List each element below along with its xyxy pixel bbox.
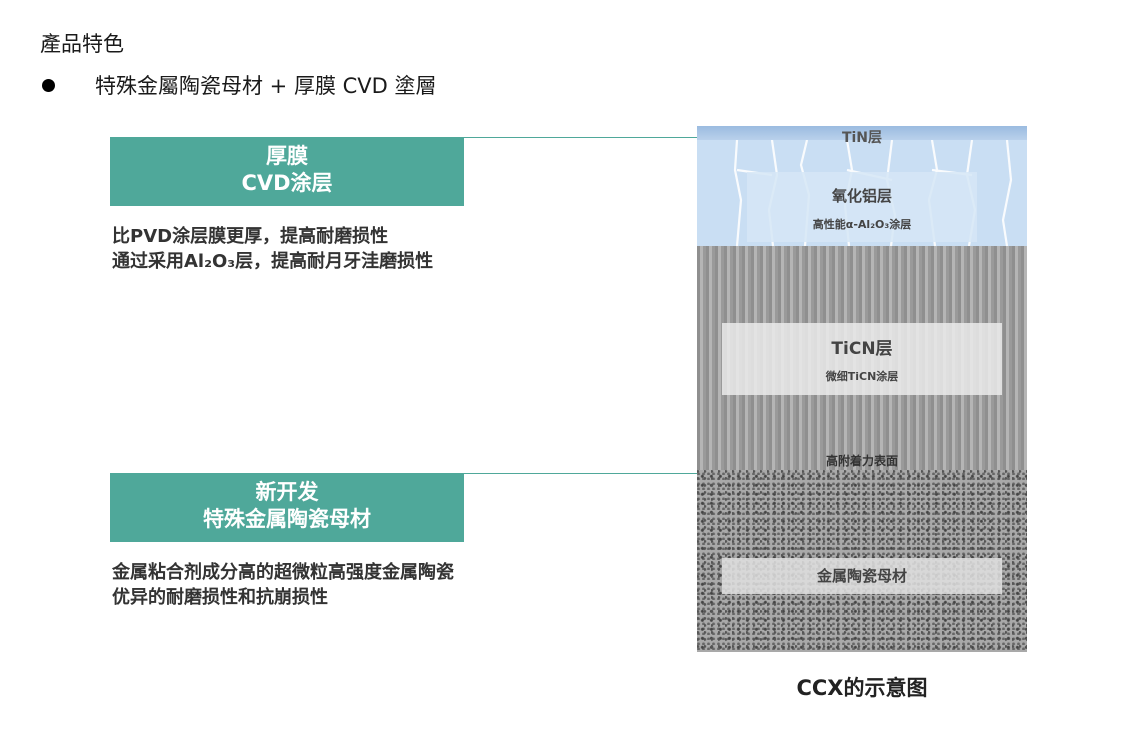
ticn-label-panel	[722, 323, 1002, 395]
thick-cvd-description: 比PVD涂层膜更厚，提高耐磨损性 通过采用Al₂O₃层，提高耐月牙洼磨损性	[112, 224, 433, 274]
bottom-connector-line	[464, 473, 697, 474]
alumina-label-panel	[747, 172, 977, 242]
cermet-label-panel	[722, 558, 1002, 594]
section-heading: 產品特色	[40, 32, 124, 56]
cermet-desc-line1: 金属粘合剂成分高的超微粒高强度金属陶瓷	[112, 562, 454, 583]
alumina-layer-sublabel: 高性能α-Al₂O₃涂层	[812, 218, 912, 231]
alumina-layer-label: 氧化铝层	[831, 187, 892, 205]
ticn-layer-sublabel: 微细TiCN涂层	[825, 370, 899, 383]
bullet-dot-icon	[42, 78, 55, 92]
thick-cvd-coating-box: 厚膜 CVD涂层	[110, 137, 464, 206]
thick-cvd-box-line2: CVD涂层	[241, 171, 333, 195]
top-connector-line	[464, 137, 697, 138]
cermet-box-line2: 特殊金属陶瓷母材	[203, 507, 371, 531]
cermet-box-line1: 新开发	[255, 480, 319, 504]
thick-cvd-desc-line1: 比PVD涂层膜更厚，提高耐磨损性	[112, 226, 389, 247]
cermet-description: 金属粘合剂成分高的超微粒高强度金属陶瓷 优异的耐磨损性和抗崩损性	[112, 560, 454, 610]
feature-bullet-text: 特殊金屬陶瓷母材 + 厚膜 CVD 塗層	[95, 74, 437, 98]
thick-cvd-desc-line2: 通过采用Al₂O₃层，提高耐月牙洼磨损性	[112, 251, 434, 272]
cermet-desc-line2: 优异的耐磨损性和抗崩损性	[112, 587, 328, 608]
feature-bullet: 特殊金屬陶瓷母材 + 厚膜 CVD 塗層	[40, 70, 437, 100]
figure-caption: CCX的示意图	[796, 676, 928, 700]
special-cermet-substrate-box: 新开发 特殊金属陶瓷母材	[110, 473, 464, 542]
thick-cvd-box-line1: 厚膜	[266, 144, 308, 168]
cermet-layer-label: 金属陶瓷母材	[816, 567, 907, 585]
adhesion-surface-label: 高附着力表面	[825, 454, 898, 468]
tin-layer-label: TiN层	[841, 130, 883, 146]
ticn-layer-label: TiCN层	[831, 339, 893, 359]
